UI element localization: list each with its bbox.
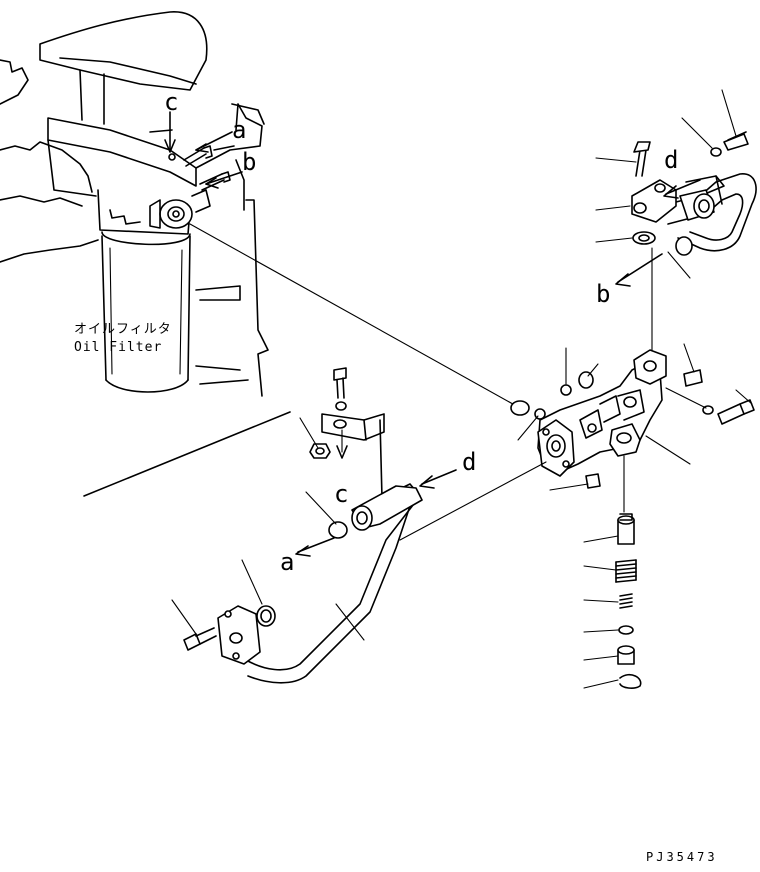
lower-bracket-assembly xyxy=(183,367,423,684)
drawing-code: PJ35473 xyxy=(646,850,718,864)
label-a-lower: a xyxy=(280,548,294,576)
engine-assembly xyxy=(0,11,291,497)
valve-body xyxy=(510,349,755,489)
upper-tube-assembly xyxy=(631,131,757,256)
filter-label-japanese: オイルフィルタ xyxy=(74,322,172,337)
arrow-d-upper xyxy=(663,179,701,199)
arrow-a-upper xyxy=(195,131,233,153)
label-d-lower: d xyxy=(462,448,476,476)
label-b-lower: b xyxy=(596,280,610,308)
filter-label-english: Oil Filter xyxy=(74,340,162,355)
label-a-upper: a xyxy=(232,116,246,144)
label-c-upper: c xyxy=(164,88,178,116)
leader-tube-to-valve xyxy=(399,461,547,541)
arrow-a-lower xyxy=(295,537,335,557)
spring-stack xyxy=(615,513,642,689)
arrow-b-upper xyxy=(205,171,243,189)
label-c-lower: c xyxy=(334,480,348,508)
label-b-upper: b xyxy=(242,148,256,176)
label-d-upper: d xyxy=(664,146,678,174)
leader-filter-to-valve xyxy=(189,223,521,409)
arrow-d-lower xyxy=(419,469,457,489)
arrow-b-lower xyxy=(615,253,663,287)
arrow-c-upper xyxy=(164,111,176,153)
